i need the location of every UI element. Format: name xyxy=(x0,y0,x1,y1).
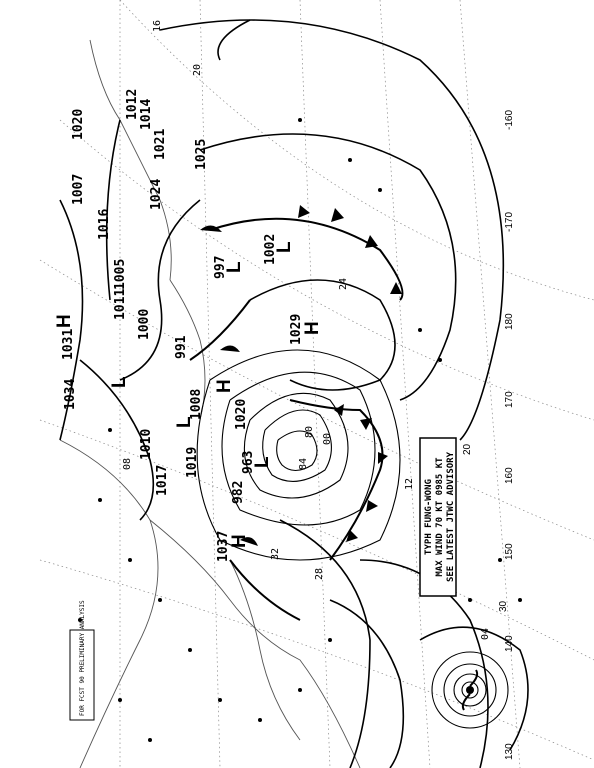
isobar-label: 08 xyxy=(122,458,133,470)
low-pressure: 982 xyxy=(231,481,246,504)
low-pressure-centers: L 963 982 991 L 997 L 1002 1000 1005 L 1… xyxy=(109,234,295,504)
low-label: L xyxy=(274,241,295,253)
isobar-label: 12 xyxy=(404,478,415,490)
low-label: L xyxy=(174,416,195,428)
isobars xyxy=(59,19,529,768)
low-pressure: 1000 xyxy=(137,309,152,340)
lon-label: 180 xyxy=(504,313,515,330)
isobar-label: 28 xyxy=(314,568,325,580)
isobar-label: 16 xyxy=(152,20,163,32)
pressure-value: 1016 xyxy=(97,209,112,240)
high-pressure: 1020 xyxy=(234,399,249,430)
pressure-value: 1011 xyxy=(113,289,128,320)
high-pressure: 1034 xyxy=(63,379,78,410)
pressure-value: 1024 xyxy=(149,179,164,210)
fronts xyxy=(189,205,404,621)
typhoon-advisory-box: TYPH FUNG-WONG MAX WIND 70 KT 0985 KT SE… xyxy=(419,437,457,597)
isobar-label: 20 xyxy=(192,64,203,76)
low-pressure: 1008 xyxy=(189,389,204,420)
high-label: H xyxy=(54,314,75,328)
pressure-value: 1031 xyxy=(61,329,76,360)
lon-label: 170 xyxy=(504,391,515,408)
low-pressure: 1002 xyxy=(263,234,278,265)
advisory-line-3: SEE LATEST JTWC ADVISORY xyxy=(446,451,456,582)
pressure-value: 1019 xyxy=(185,447,200,478)
lon-label: 150 xyxy=(504,543,515,560)
high-label: H xyxy=(229,534,250,548)
pressure-values: 1014 1020 1016 1024 1021 1031 1019 1017 … xyxy=(61,89,200,496)
low-pressure: 991 xyxy=(174,335,189,359)
isobar-label: 24 xyxy=(338,278,349,290)
high-pressure: 1037 xyxy=(216,531,231,562)
chart-header: FOR FCST 90 PRELIMINARY ANALYSIS xyxy=(69,600,95,721)
low-label: L xyxy=(252,456,273,468)
high-label: H xyxy=(214,379,235,393)
high-label: H xyxy=(302,321,323,335)
lat-label: 30 xyxy=(498,600,509,612)
header-text: FOR FCST 90 PRELIMINARY ANALYSIS xyxy=(79,600,86,716)
lon-label: -170 xyxy=(504,212,515,232)
lon-label: -160 xyxy=(504,110,515,130)
isobar-label: 32 xyxy=(270,548,281,560)
low-label: L xyxy=(224,261,245,273)
high-pressure-centers: H 1029 H 1037 H 1034 1025 1020 H xyxy=(54,139,323,562)
advisory-line-1: TYPH FUNG-WONG xyxy=(424,479,434,555)
lon-label: 160 xyxy=(504,467,515,484)
isobar-label: 00 xyxy=(322,433,333,445)
low-pressure: 1005 xyxy=(113,259,128,290)
isobar-label: 04 xyxy=(480,628,491,640)
low-pressure: 963 xyxy=(241,451,256,474)
advisory-line-2: MAX WIND 70 KT 0985 KT xyxy=(435,457,445,577)
isobar-label: 84 xyxy=(298,458,309,470)
high-pressure: 1029 xyxy=(289,314,304,345)
typhoon-symbol xyxy=(461,669,479,711)
pressure-value: 1020 xyxy=(71,109,86,140)
high-pressure: 1025 xyxy=(194,139,209,170)
lat-label: 20 xyxy=(462,443,473,455)
lon-label: 140 xyxy=(504,635,515,652)
lon-label: 130 xyxy=(504,743,515,760)
isobar-label: 80 xyxy=(304,426,315,438)
graticule xyxy=(39,0,594,768)
longitude-labels: -160 -170 180 170 160 150 140 130 20 30 xyxy=(462,110,515,760)
pressure-value: 1021 xyxy=(153,129,168,160)
low-label: L xyxy=(109,376,130,388)
pressure-value: 1007 xyxy=(71,174,86,205)
low-pressure: 1010 xyxy=(139,429,154,460)
pressure-value: 1017 xyxy=(155,465,170,496)
coastlines xyxy=(59,39,361,768)
pressure-value: 1012 xyxy=(125,89,140,120)
low-pressure: 997 xyxy=(213,256,228,279)
pressure-value: 1014 xyxy=(139,99,154,130)
isobar-labels: 16 20 24 28 32 12 08 04 00 84 80 xyxy=(122,20,491,640)
station-plots xyxy=(78,118,522,742)
